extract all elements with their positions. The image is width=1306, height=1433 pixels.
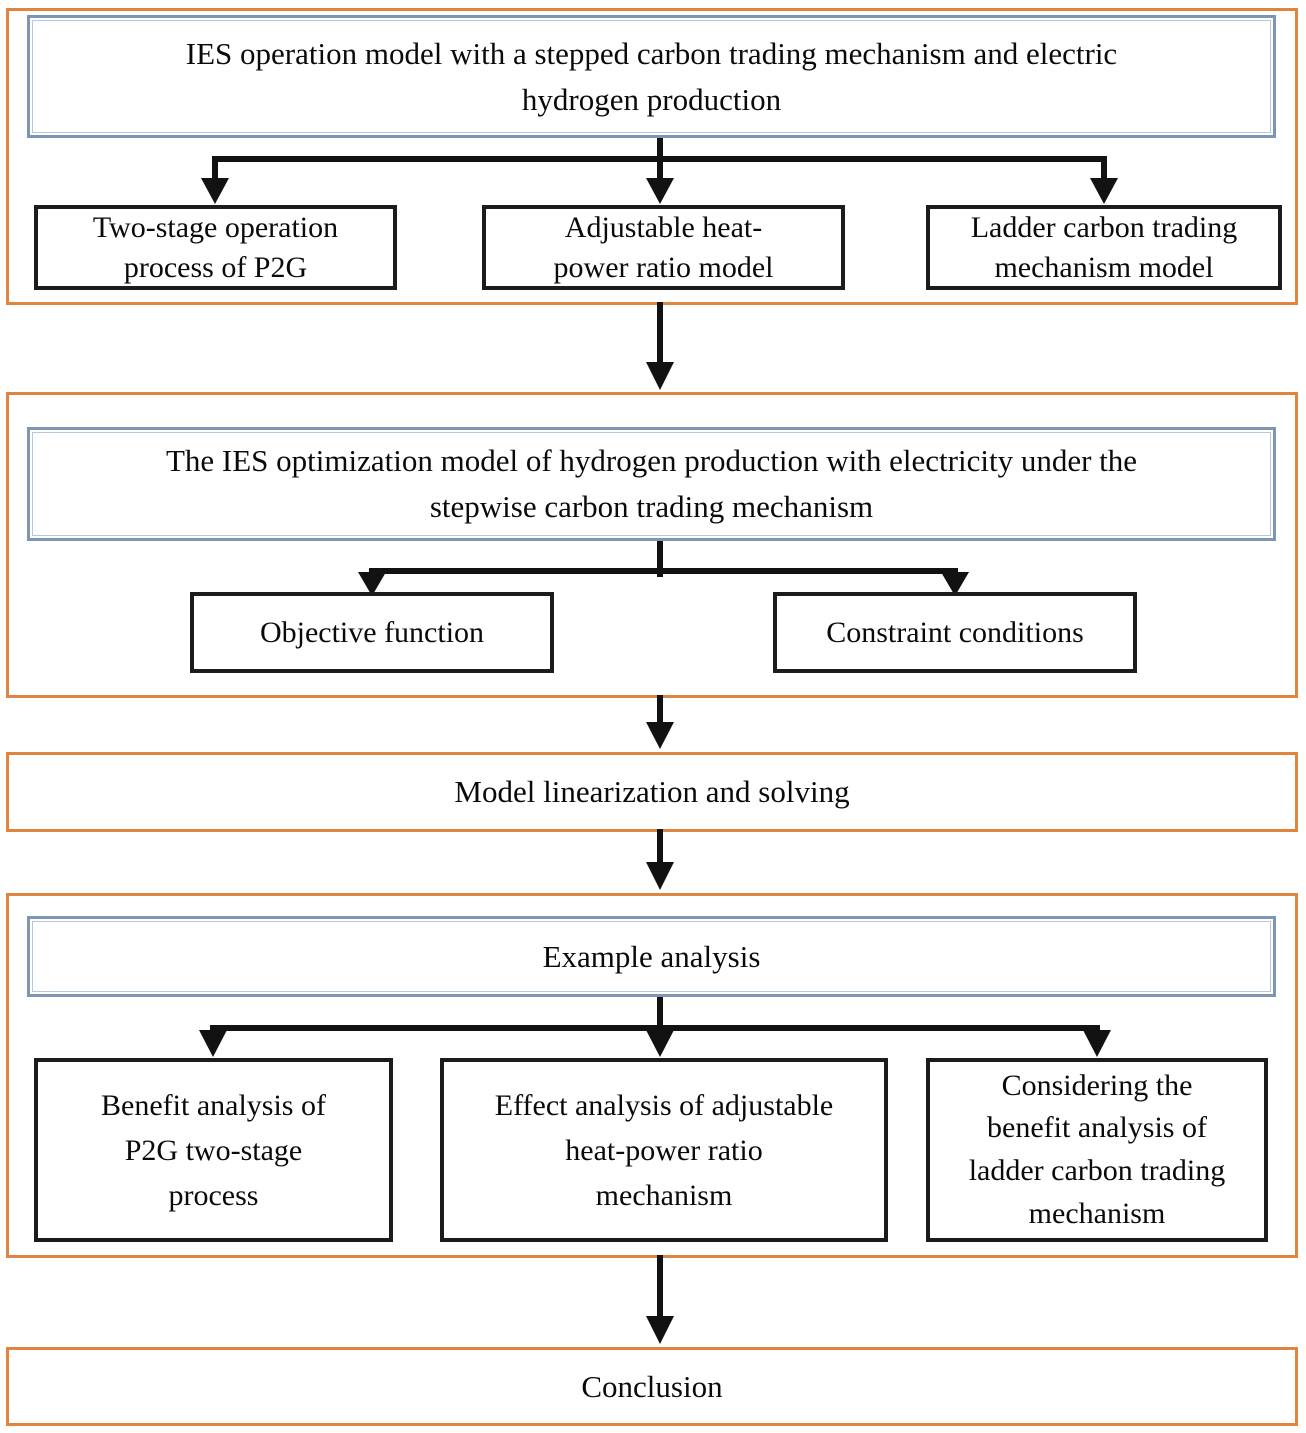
node-objective-function: Objective function: [190, 592, 554, 673]
node-label-line: mechanism model: [994, 250, 1214, 284]
arrowhead: [646, 1316, 674, 1344]
node-label-line: ladder carbon trading: [968, 1154, 1226, 1187]
stage-title-line: Model linearization and solving: [454, 774, 850, 809]
arrowhead: [646, 862, 674, 890]
stage-panel-model-linearization: Model linearization and solving: [6, 752, 1298, 832]
stage1-split-arrows: [201, 135, 1118, 204]
node-label-line: Adjustable heat-: [564, 210, 763, 244]
stage-header-ies-optimization-model: The IES optimization model of hydrogen p…: [27, 427, 1276, 541]
node-label-line: benefit analysis of: [987, 1111, 1207, 1145]
node-label-line: Constraint conditions: [826, 615, 1084, 649]
stage-header-ies-operation-model: IES operation model with a stepped carbo…: [27, 15, 1276, 138]
node-label-line: P2G two-stage: [124, 1133, 303, 1167]
arrowhead: [199, 1030, 227, 1057]
node-effect-analysis-heat-power-ratio: Effect analysis of adjustable heat-power…: [440, 1058, 888, 1242]
arrowhead: [358, 572, 386, 596]
arrowhead: [646, 1030, 674, 1057]
node-two-stage-operation-p2g: Two-stage operation process of P2G: [34, 205, 397, 290]
stage-panel-ies-optimization-model: [6, 392, 1298, 698]
node-label-line: mechanism: [1028, 1196, 1166, 1230]
stage2-split-arrows: [358, 538, 969, 596]
arrow-stage3-to-stage4: [646, 829, 674, 890]
stage-panel-ies-operation-model: [6, 8, 1298, 305]
stage-panel-example-analysis: [6, 893, 1298, 1258]
stage-title-line: IES operation model with a stepped carbo…: [185, 35, 1118, 71]
stage-title-line: Example analysis: [542, 938, 761, 974]
node-label-line: Benefit analysis of: [101, 1088, 326, 1122]
arrowhead: [941, 572, 969, 596]
stage-title-line: stepwise carbon trading mechanism: [429, 489, 874, 524]
node-label-line: Considering the: [1001, 1068, 1193, 1102]
arrow-stage4-to-stage5: [646, 1255, 674, 1344]
stage-title-line: Conclusion: [581, 1368, 723, 1404]
node-ladder-carbon-trading-mechanism-model: Ladder carbon trading mechanism model: [926, 205, 1282, 290]
node-adjustable-heat-power-ratio-model: Adjustable heat- power ratio model: [482, 205, 845, 290]
arrowhead: [1083, 1030, 1111, 1057]
node-label-line: power ratio model: [553, 250, 774, 284]
stage-header-example-analysis: Example analysis: [27, 916, 1276, 997]
node-constraint-conditions: Constraint conditions: [773, 592, 1137, 673]
arrowhead: [201, 178, 229, 204]
stage-title-line: The IES optimization model of hydrogen p…: [165, 443, 1138, 479]
arrow-stage1-to-stage2: [646, 302, 674, 390]
node-label-line: Objective function: [259, 615, 485, 649]
arrowhead: [1090, 178, 1118, 204]
node-benefit-analysis-ladder-carbon-trading: Considering the benefit analysis of ladd…: [926, 1058, 1268, 1242]
node-benefit-analysis-p2g: Benefit analysis of P2G two-stage proces…: [34, 1058, 393, 1242]
node-label-line: process: [168, 1178, 259, 1212]
node-label-line: Effect analysis of adjustable: [494, 1088, 834, 1122]
arrow-stage2-to-stage3: [646, 695, 674, 749]
node-label-line: heat-power ratio: [565, 1133, 763, 1167]
stage4-split-arrows: [199, 994, 1111, 1057]
arrowhead: [646, 178, 674, 204]
node-label-line: mechanism: [595, 1178, 733, 1212]
node-label-line: process of P2G: [123, 250, 308, 284]
stage-title-line: hydrogen production: [521, 81, 782, 117]
node-label-line: Two-stage operation: [92, 210, 339, 244]
stage-panel-conclusion: Conclusion: [6, 1347, 1298, 1426]
node-label-line: Ladder carbon trading: [970, 210, 1238, 244]
arrowhead: [646, 362, 674, 390]
arrowhead: [646, 722, 674, 749]
